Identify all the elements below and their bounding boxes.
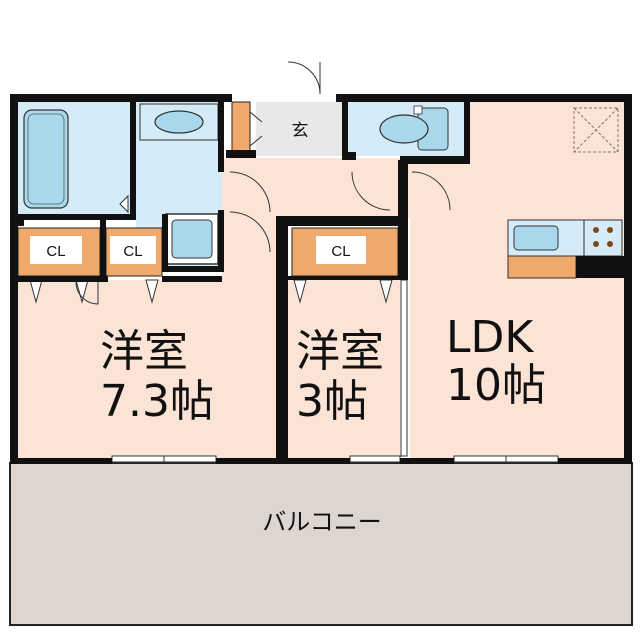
western-room-small-size: 3帖 — [296, 376, 368, 427]
ldk-name: LDK — [446, 312, 534, 363]
western-room-large-size: 7.3帖 — [100, 376, 214, 427]
door-swings — [229, 61, 451, 253]
closet-2-label-box — [110, 236, 156, 264]
ldk-size: 10帖 — [446, 360, 546, 411]
washing-machine-icon — [171, 219, 213, 259]
bath-door-marker — [119, 194, 129, 214]
closet-2-label: CL — [123, 243, 142, 260]
kitchen-sink-icon — [513, 225, 559, 251]
closet-3-label: CL — [331, 243, 350, 260]
walls — [10, 94, 632, 464]
kitchen-wall-block — [576, 256, 624, 278]
balcony — [9, 462, 633, 626]
toilet-paper-holder — [413, 105, 423, 115]
balcony-label: バルコニー — [262, 508, 382, 536]
closet-doors — [29, 279, 393, 304]
western-room-large-name: 洋室 — [100, 326, 188, 377]
toilet-icon — [379, 114, 429, 144]
western-room-large-floor — [18, 280, 280, 458]
shoe-cabinet — [231, 101, 251, 157]
shoe-cabinet-door — [249, 111, 263, 147]
bathtub-inner — [27, 113, 65, 205]
skylight-icon — [573, 107, 619, 153]
entrance-label: 玄 — [292, 121, 309, 141]
western-room-small-name: 洋室 — [296, 326, 384, 377]
closet-3-label-box — [316, 236, 366, 264]
closet-door-arc — [75, 281, 99, 305]
stove — [583, 219, 623, 257]
washbasin-icon — [154, 110, 204, 134]
western-room-small-floor — [288, 280, 400, 458]
closet-1-label: CL — [46, 243, 65, 260]
stove-burners-icon — [593, 227, 613, 247]
kitchen-cabinet — [507, 255, 577, 279]
closet-1-label-box — [30, 236, 82, 264]
entrance-floor — [256, 102, 342, 156]
hallway-lower-floor — [222, 218, 282, 283]
